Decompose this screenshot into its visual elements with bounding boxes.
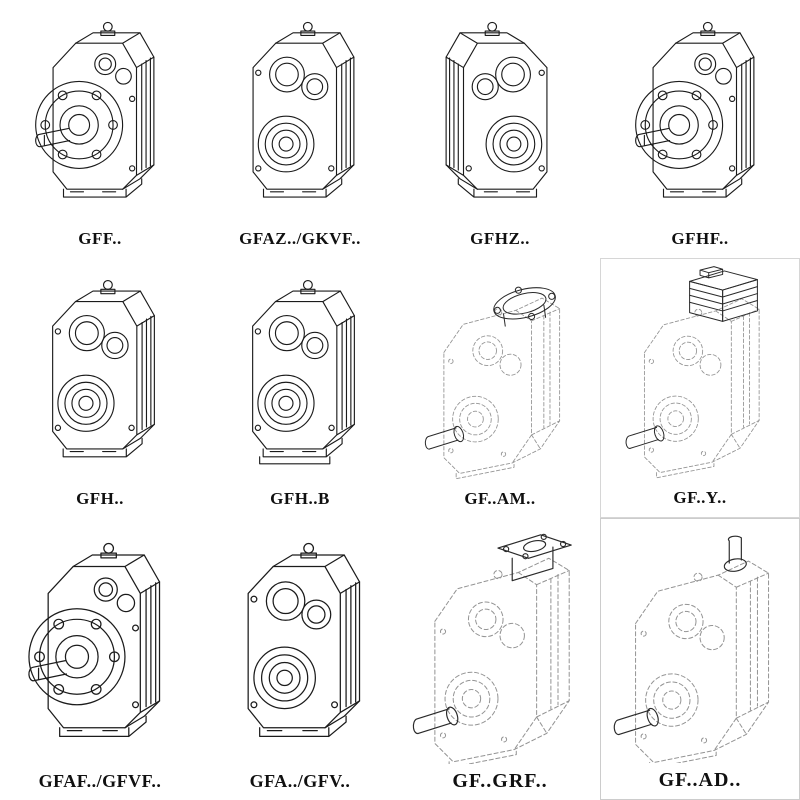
- catalog-item-gfhf: GFHF..: [600, 0, 800, 258]
- gf-am-drawing: [400, 260, 600, 486]
- model-label: GFF..: [78, 229, 122, 248]
- catalog-item-gf-am: GF..AM..: [400, 258, 600, 518]
- model-label: GFAF../GFVF..: [38, 771, 162, 791]
- catalog-item-gff: GFF..: [0, 0, 200, 258]
- model-label: GF..AD..: [658, 769, 742, 791]
- catalog-item-gf-y: GF..Y..: [600, 258, 800, 518]
- model-label: GFH..B: [270, 489, 330, 508]
- model-label: GF..AM..: [464, 489, 536, 508]
- gfh-b-drawing: [200, 260, 400, 486]
- model-label: GFH..: [76, 489, 124, 508]
- model-label: GFHZ..: [470, 229, 530, 248]
- model-label: GFAZ../GKVF..: [239, 229, 361, 248]
- gfhz-drawing: [400, 2, 600, 226]
- gfaz-gkvf-drawing: [200, 2, 400, 226]
- gfhf-drawing: [600, 2, 800, 226]
- catalog-item-gfa-gfv: GFA../GFV..: [200, 518, 400, 800]
- gfaf-gfvf-drawing: [0, 520, 200, 768]
- model-label: GF..GRF..: [452, 770, 548, 792]
- catalog-item-gf-grf: GF..GRF..: [400, 518, 600, 800]
- gfh-drawing: [0, 260, 200, 486]
- catalog-item-gfh-b: GFH..B: [200, 258, 400, 518]
- model-label: GFHF..: [671, 229, 729, 248]
- model-label: GF..Y..: [673, 488, 727, 507]
- catalog-item-gfaf-gfvf: GFAF../GFVF..: [0, 518, 200, 800]
- catalog-item-gf-ad: GF..AD..: [600, 518, 800, 800]
- model-label: GFA../GFV..: [249, 771, 351, 791]
- gf-grf-drawing: [400, 520, 600, 768]
- catalog-item-gfh: GFH..: [0, 258, 200, 518]
- gff-drawing: [0, 2, 200, 226]
- gfa-gfv-drawing: [200, 520, 400, 768]
- gf-y-drawing: [601, 261, 799, 485]
- catalog-item-gfhz: GFHZ..: [400, 0, 600, 258]
- gf-ad-drawing: [601, 521, 799, 767]
- catalog-item-gfaz-gkvf: GFAZ../GKVF..: [200, 0, 400, 258]
